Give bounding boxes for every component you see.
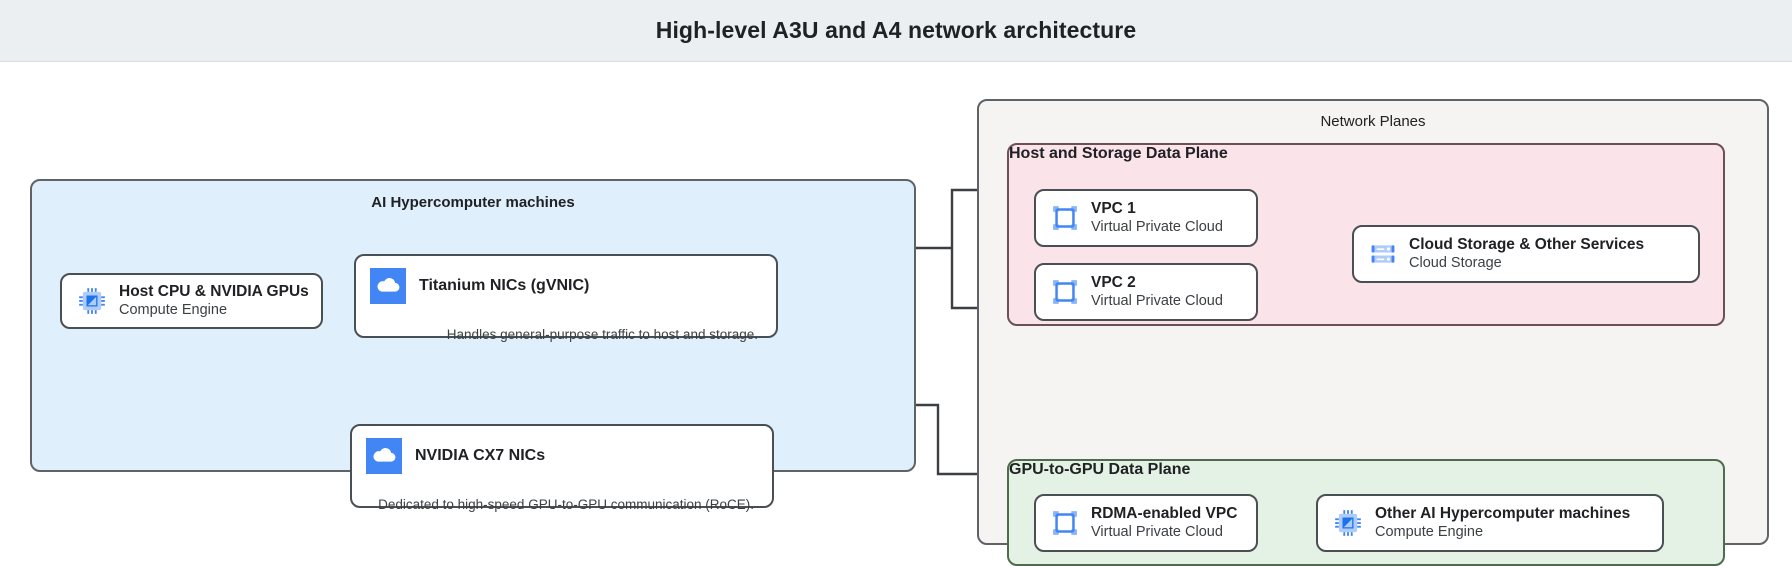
group-host-storage-data-plane: Host and Storage Data Plane VPC 1 [1007, 143, 1725, 326]
node-other-ai-hypercomputer-machines[interactable]: Other AI Hypercomputer machines Compute … [1316, 494, 1664, 552]
node-subtitle: Compute Engine [1375, 523, 1484, 540]
group-gpu-to-gpu-data-plane: GPU-to-GPU Data Plane RDMA-enabled VPC [1007, 459, 1725, 566]
node-subtitle: Virtual Private Cloud [1091, 218, 1223, 235]
diagram-canvas: AI Hypercomputer machines Host CPU & NVI… [0, 62, 1792, 566]
group-label-network-planes: Network Planes [1320, 113, 1426, 130]
cpu-chip-icon [79, 288, 105, 314]
node-subtitle: Virtual Private Cloud [1091, 523, 1223, 540]
title-bar: High-level A3U and A4 network architectu… [0, 0, 1792, 62]
node-subtitle: Compute Engine [119, 301, 228, 318]
node-vpc-1[interactable]: VPC 1 Virtual Private Cloud [1034, 189, 1258, 247]
vpc-icon [1053, 511, 1077, 535]
node-title: VPC 1 [1091, 200, 1136, 218]
node-subtitle: Cloud Storage [1409, 254, 1502, 271]
node-host-cpu-gpus[interactable]: Host CPU & NVIDIA GPUs Compute Engine [60, 273, 323, 329]
group-network-planes: Network Planes Host and Storage Data Pla… [977, 99, 1769, 566]
node-title: NVIDIA CX7 NICs [415, 447, 546, 464]
vpc-icon [1053, 280, 1077, 304]
node-caption: Dedicated to high-speed GPU-to-GPU commu… [378, 497, 754, 512]
page-title: High-level A3U and A4 network architectu… [655, 17, 1137, 43]
node-titanium-nics[interactable]: Titanium NICs (gVNIC) Handles general-pu… [354, 254, 778, 342]
node-title: RDMA-enabled VPC [1091, 505, 1238, 523]
group-label-host-storage-plane: Host and Storage Data Plane [1009, 145, 1228, 162]
node-subtitle: Virtual Private Cloud [1091, 292, 1223, 309]
node-cloud-storage-other-services[interactable]: Cloud Storage & Other Services Cloud Sto… [1352, 225, 1700, 283]
cloud-square-icon [366, 438, 402, 474]
node-title: Titanium NICs (gVNIC) [419, 277, 590, 294]
group-label-machines: AI Hypercomputer machines [371, 194, 575, 211]
cpu-chip-icon [1335, 510, 1361, 536]
node-title: VPC 2 [1091, 274, 1136, 292]
node-nvidia-cx7-nics[interactable]: NVIDIA CX7 NICs Dedicated to high-speed … [350, 424, 774, 512]
group-ai-hypercomputer-machines: AI Hypercomputer machines Host CPU & NVI… [30, 179, 916, 512]
node-rdma-enabled-vpc[interactable]: RDMA-enabled VPC Virtual Private Cloud [1034, 494, 1258, 552]
vpc-icon [1053, 206, 1077, 230]
node-title: Cloud Storage & Other Services [1409, 236, 1645, 254]
node-vpc-2[interactable]: VPC 2 Virtual Private Cloud [1034, 263, 1258, 321]
cloud-square-icon [370, 268, 406, 304]
node-title: Host CPU & NVIDIA GPUs [119, 283, 309, 301]
storage-icon [1371, 245, 1395, 263]
group-label-gpu-plane: GPU-to-GPU Data Plane [1009, 461, 1191, 478]
node-caption: Handles general-purpose traffic to host … [446, 327, 758, 342]
node-title: Other AI Hypercomputer machines [1375, 505, 1631, 523]
